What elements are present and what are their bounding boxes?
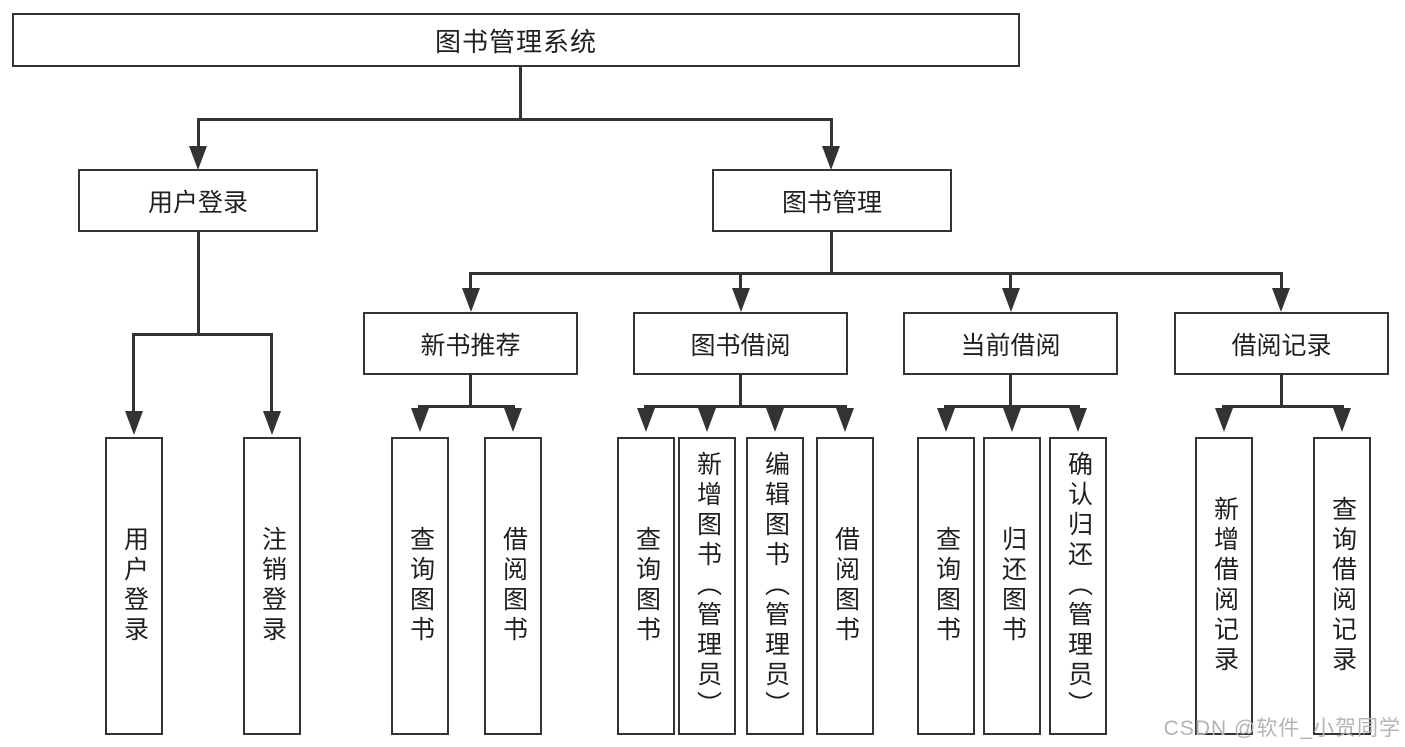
connector-line <box>519 66 522 118</box>
arrowhead-icon <box>263 411 281 435</box>
node-leaf-return-books: 归还图书 <box>983 437 1041 735</box>
node-leaf-user-login: 用户登录 <box>105 437 163 735</box>
connector-line <box>1222 405 1344 408</box>
node-book-management: 图书管理 <box>712 169 952 232</box>
leaf-label: 新增图书（管理员） <box>693 451 722 721</box>
arrowhead-icon <box>1215 408 1233 432</box>
node-user-login: 用户登录 <box>78 169 318 232</box>
arrowhead-icon <box>822 146 840 170</box>
node-leaf-query-borrow-record: 查询借阅记录 <box>1313 437 1371 735</box>
node-leaf-logout: 注销登录 <box>243 437 301 735</box>
connector-line <box>944 405 1080 408</box>
connector-line <box>418 405 515 408</box>
connector-line <box>1009 272 1012 290</box>
node-leaf-query-books-3: 查询图书 <box>917 437 975 735</box>
node-leaf-borrow-books-2: 借阅图书 <box>816 437 874 735</box>
arrowhead-icon <box>189 146 207 170</box>
connector-line <box>739 375 742 408</box>
connector-line <box>1009 375 1012 408</box>
connector-line <box>830 232 833 275</box>
leaf-label: 借阅图书 <box>499 526 528 646</box>
arrowhead-icon <box>698 408 716 432</box>
arrowhead-icon <box>1069 408 1087 432</box>
node-leaf-borrow-books-1: 借阅图书 <box>484 437 542 735</box>
node-leaf-edit-book-admin: 编辑图书（管理员） <box>746 437 804 735</box>
arrowhead-icon <box>125 411 143 435</box>
connector-line <box>197 118 200 148</box>
node-leaf-add-borrow-record: 新增借阅记录 <box>1195 437 1253 735</box>
arrowhead-icon <box>1002 288 1020 312</box>
node-leaf-confirm-return-admin: 确认归还（管理员） <box>1049 437 1107 735</box>
node-leaf-query-books-2: 查询图书 <box>617 437 675 735</box>
connector-line <box>1280 272 1283 290</box>
watermark-csdn: CSDN @软件_小贺同学 <box>1163 717 1401 740</box>
node-book-borrowing: 图书借阅 <box>633 312 848 375</box>
arrowhead-icon <box>411 408 429 432</box>
connector-line <box>469 375 472 408</box>
leaf-label: 归还图书 <box>998 526 1027 646</box>
leaf-label: 编辑图书（管理员） <box>761 451 790 721</box>
node-leaf-add-book-admin: 新增图书（管理员） <box>678 437 736 735</box>
leaf-label: 借阅图书 <box>831 526 860 646</box>
node-library-management-system: 图书管理系统 <box>12 13 1020 67</box>
arrowhead-icon <box>637 408 655 432</box>
connector-line <box>1280 375 1283 408</box>
leaf-label: 注销登录 <box>258 526 287 646</box>
arrowhead-icon <box>1272 288 1290 312</box>
connector-line <box>739 272 742 290</box>
leaf-label: 新增借阅记录 <box>1210 496 1239 676</box>
connector-line <box>132 333 135 411</box>
leaf-label: 用户登录 <box>120 526 149 646</box>
connector-line <box>270 333 273 411</box>
connector-line <box>644 405 847 408</box>
node-borrowing-records: 借阅记录 <box>1174 312 1389 375</box>
node-new-book-recommendation: 新书推荐 <box>363 312 578 375</box>
leaf-label: 确认归还（管理员） <box>1064 451 1093 721</box>
leaf-label: 查询图书 <box>632 526 661 646</box>
leaf-label: 查询借阅记录 <box>1328 496 1357 676</box>
node-leaf-query-books-1: 查询图书 <box>391 437 449 735</box>
node-current-borrowing: 当前借阅 <box>903 312 1118 375</box>
arrowhead-icon <box>1003 408 1021 432</box>
connector-line <box>132 333 273 336</box>
connector-line <box>469 272 1283 275</box>
arrowhead-icon <box>1333 408 1351 432</box>
connector-line <box>830 118 833 148</box>
arrowhead-icon <box>836 408 854 432</box>
connector-line <box>197 118 833 121</box>
arrowhead-icon <box>937 408 955 432</box>
connector-line <box>469 272 472 290</box>
leaf-label: 查询图书 <box>932 526 961 646</box>
arrowhead-icon <box>504 408 522 432</box>
connector-line <box>197 232 200 336</box>
leaf-label: 查询图书 <box>406 526 435 646</box>
arrowhead-icon <box>732 288 750 312</box>
arrowhead-icon <box>766 408 784 432</box>
arrowhead-icon <box>462 288 480 312</box>
